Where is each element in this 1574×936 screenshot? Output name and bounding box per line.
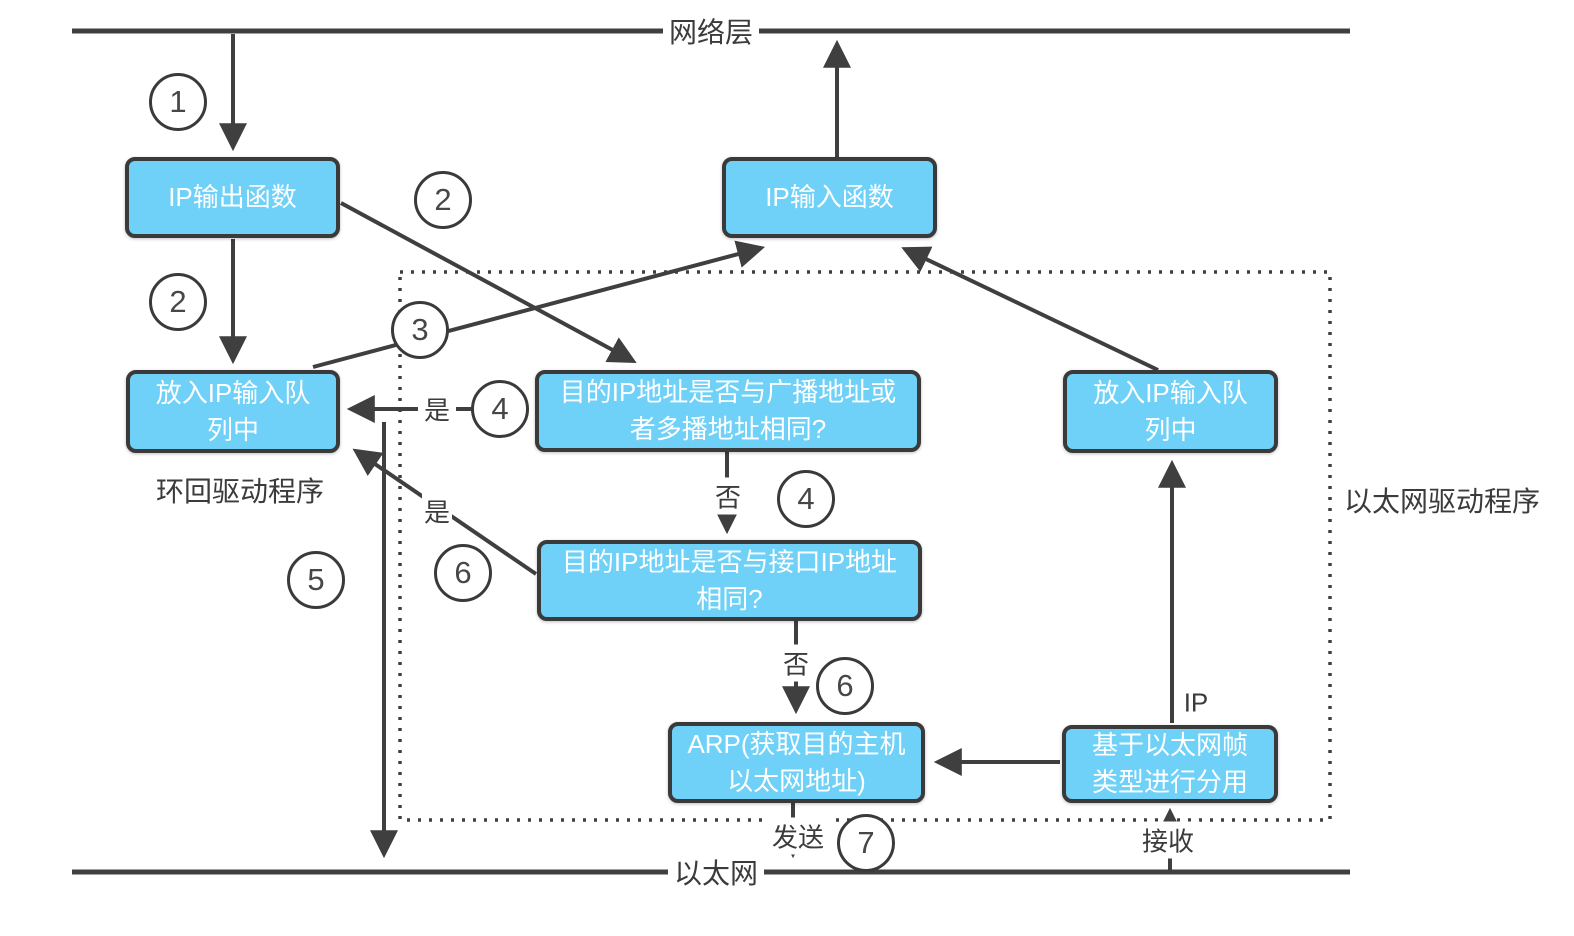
label-no-broadcast: 否 [708, 477, 748, 515]
box-ethernet-frame-demux: 基于以太网帧 类型进行分用 [1062, 725, 1278, 803]
step-circle-5: 5 [287, 551, 345, 609]
label-network-layer: 网络层 [662, 11, 760, 51]
box-interface-question: 目的IP地址是否与接口IP地址 相同? [537, 540, 922, 621]
step-circle-4-no: 4 [777, 470, 835, 528]
step-circle-1: 1 [149, 73, 207, 131]
box-arp-label: ARP(获取目的主机 以太网地址) [687, 728, 906, 796]
label-ip: IP [1183, 687, 1209, 718]
label-no-interface: 否 [776, 644, 816, 682]
label-receive: 接收 [1135, 821, 1201, 859]
label-ethernet: 以太网 [667, 852, 765, 892]
box-right-ip-input-queue-label: 放入IP输入队 列中 [1093, 377, 1248, 445]
step-circle-2-left: 2 [149, 273, 207, 331]
step-circle-7: 7 [837, 814, 895, 872]
arrow-left-queue-to-ip-input [312, 240, 766, 369]
box-broadcast-question-label: 目的IP地址是否与广播地址或 者多播地址相同? [559, 377, 897, 444]
box-broadcast-question: 目的IP地址是否与广播地址或 者多播地址相同? [535, 370, 921, 452]
box-ip-input-function-label: IP输入函数 [765, 182, 894, 213]
box-ip-input-function: IP输入函数 [722, 157, 937, 238]
step-circle-4-yes: 4 [471, 380, 529, 438]
arrow-ip-output-to-broadcast-question [340, 201, 637, 363]
box-left-ip-input-queue: 放入IP输入队 列中 [126, 370, 340, 453]
box-ip-output-function: IP输出函数 [125, 157, 340, 238]
box-left-ip-input-queue-label: 放入IP输入队 列中 [155, 377, 311, 445]
label-yes-interface: 是 [421, 492, 453, 530]
box-interface-question-label: 目的IP地址是否与接口IP地址 相同? [561, 546, 898, 614]
arrow-right-queue-to-ip-input [901, 246, 1159, 372]
box-arp: ARP(获取目的主机 以太网地址) [668, 722, 925, 803]
ethernet-driver-dotted-region [398, 270, 1332, 822]
box-ethernet-frame-demux-label: 基于以太网帧 类型进行分用 [1091, 730, 1248, 797]
label-loopback-driver: 环回驱动程序 [155, 476, 325, 507]
step-circle-6-no: 6 [816, 657, 874, 715]
label-send: 发送 [765, 817, 831, 855]
label-yes-broadcast: 是 [417, 390, 457, 428]
step-circle-3: 3 [391, 301, 449, 359]
box-right-ip-input-queue: 放入IP输入队 列中 [1063, 370, 1278, 453]
step-circle-6-yes: 6 [434, 544, 492, 602]
box-ip-output-function-label: IP输出函数 [168, 182, 297, 213]
step-circle-2-top: 2 [414, 171, 472, 229]
label-ethernet-driver: 以太网驱动程序 [1343, 486, 1541, 517]
